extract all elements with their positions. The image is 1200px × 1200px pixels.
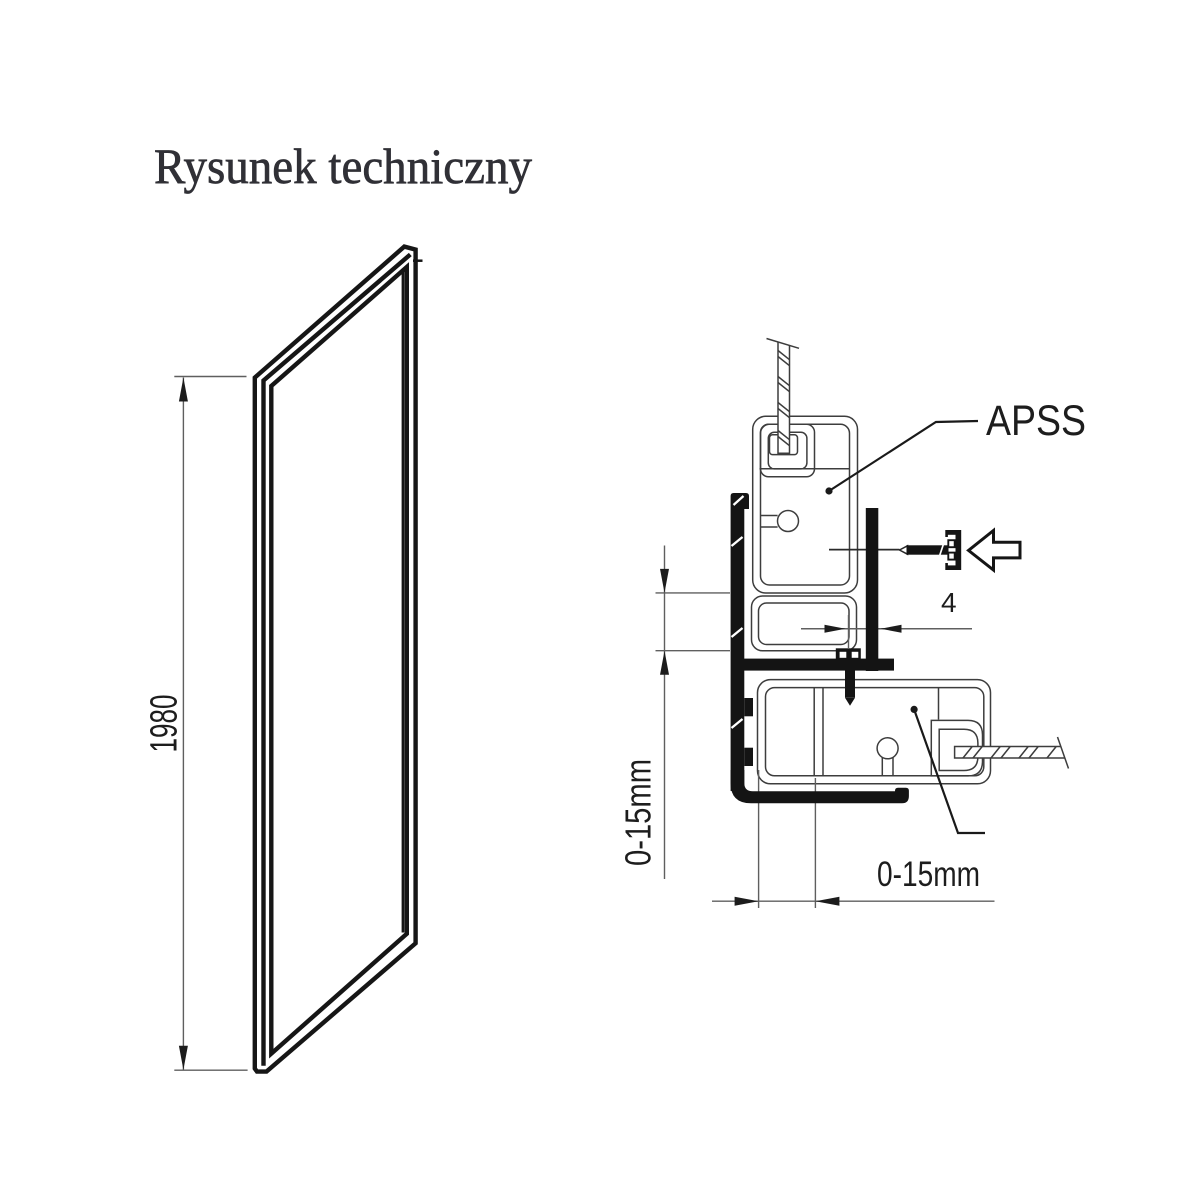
svg-text:0-15mm: 0-15mm: [877, 855, 980, 894]
svg-text:APSS: APSS: [986, 397, 1086, 445]
svg-text:0-15mm: 0-15mm: [618, 759, 659, 866]
svg-text:Rysunek techniczny: Rysunek techniczny: [154, 138, 532, 194]
svg-text:4: 4: [941, 587, 957, 618]
svg-text:1980: 1980: [144, 695, 186, 753]
